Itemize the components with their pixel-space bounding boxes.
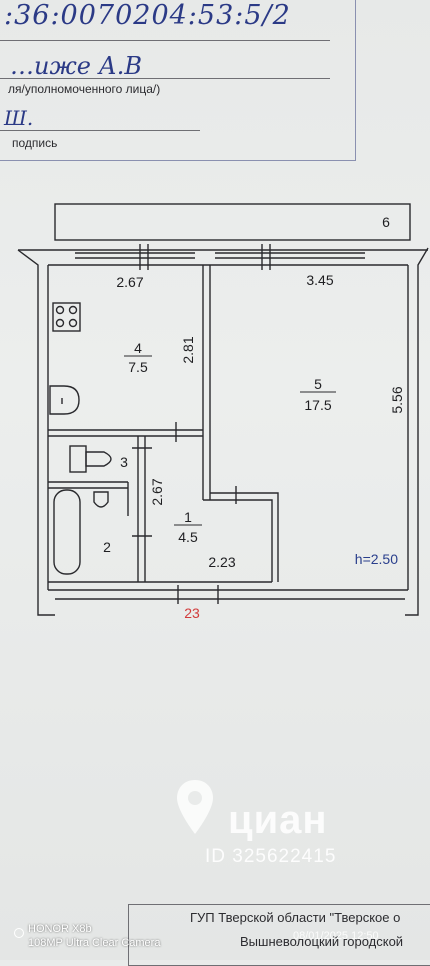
stove-icon (52, 302, 81, 332)
room-1-area: 4.5 (178, 529, 198, 545)
header-line-2 (0, 78, 330, 79)
stamp-frame (0, 0, 356, 161)
apartment-number: 23 (184, 605, 200, 621)
stove-burner-4 (68, 318, 78, 328)
toilet-bowl-icon (85, 451, 112, 467)
role-caption: ля/уполномоченного лица/) (8, 82, 161, 96)
room-5-area: 17.5 (304, 397, 331, 413)
watermark-brand: циан (228, 798, 328, 842)
bathtub-icon (53, 489, 81, 575)
signature-caption: подпись (12, 136, 58, 150)
header-line-3 (0, 130, 200, 131)
balcony-number: 6 (382, 214, 390, 230)
outer-wall-right (405, 247, 429, 616)
photo-timestamp: 08/01/2025 12:50 (293, 930, 379, 942)
hall-wall (203, 499, 273, 582)
camera-ring-icon (14, 928, 24, 938)
toilet-tank-icon (69, 445, 87, 473)
footer-line-2: Вышневолоцкий городской (240, 934, 404, 949)
dim-hall-length: 2.67 (149, 478, 165, 505)
outer-wall-left (17, 249, 55, 616)
stove-burner-2 (68, 305, 78, 315)
camera-lens: 108MP Ultra Clear Camera (28, 937, 161, 949)
map-pin-icon (177, 780, 213, 834)
watermark-listing-id: ID 325622415 (205, 846, 337, 867)
balcony-outline (54, 203, 411, 241)
header-line-1 (0, 40, 330, 41)
dim-hall-width: 2.23 (208, 554, 235, 570)
handwritten-signature: Ш. (4, 106, 34, 130)
room-4-area: 7.5 (128, 359, 148, 375)
camera-model: HONOR X8b (28, 923, 92, 935)
stove-burner-3 (55, 318, 65, 328)
dim-room-length: 5.56 (389, 386, 405, 413)
kitchen-sink-icon (49, 385, 80, 415)
dim-kitchen-width: 2.67 (116, 274, 143, 290)
floor-plan: 6 2.67 3.45 2.81 5.56 2.67 2.23 4 7.5 5 … (17, 203, 429, 621)
stove-burner-1 (55, 305, 65, 315)
washbasin-icon (93, 491, 109, 508)
room-5-number: 5 (314, 376, 322, 392)
room-1-number: 1 (184, 509, 192, 525)
dim-room-width: 3.45 (306, 272, 333, 288)
room-2-number: 2 (103, 539, 111, 555)
hall-wall-2 (210, 492, 279, 582)
cadastral-number: :36:0070204:53:5/2 (4, 0, 291, 31)
ceiling-height: h=2.50 (355, 551, 398, 567)
room-4-number: 4 (134, 340, 142, 356)
room-3-number: 3 (120, 454, 128, 470)
dim-kitchen-length: 2.81 (180, 336, 196, 363)
footer-line-1: ГУП Тверской области "Тверское о (190, 910, 401, 925)
handwritten-name: …иже А.В (10, 52, 143, 80)
